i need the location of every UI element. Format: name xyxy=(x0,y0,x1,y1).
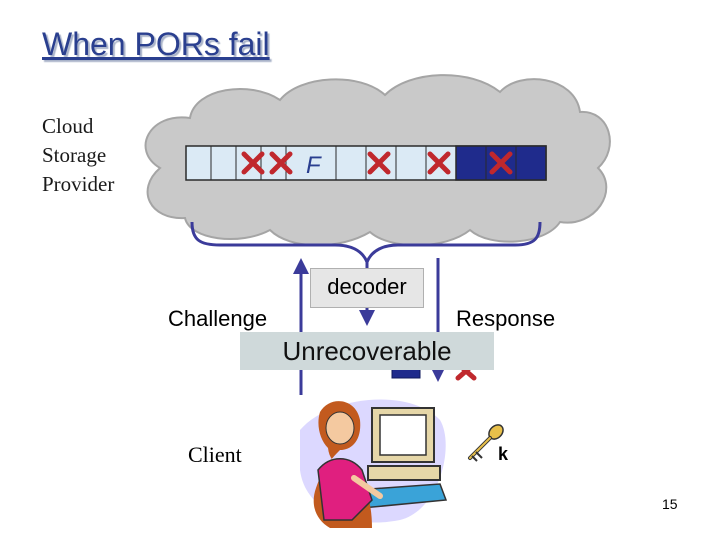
key-icon xyxy=(468,424,504,462)
x-mark-icon xyxy=(241,151,265,175)
page-number: 15 xyxy=(662,496,678,512)
slide-title: When PORs fail xyxy=(42,26,270,62)
client-computer-icon xyxy=(300,399,448,528)
file-blocks: F xyxy=(185,145,547,181)
x-mark-icon xyxy=(367,151,391,175)
key-label: k xyxy=(498,444,509,464)
x-mark-icon xyxy=(427,151,451,175)
provider-line-1: Cloud xyxy=(42,114,94,138)
x-mark-icon xyxy=(269,151,293,175)
cloud-storage-provider-label: Cloud Storage Provider xyxy=(42,112,152,199)
unrecoverable-label: Unrecoverable xyxy=(240,332,494,370)
challenge-label: Challenge xyxy=(168,306,268,331)
file-label: F xyxy=(306,152,322,179)
decoder-label: decoder xyxy=(310,268,424,308)
provider-line-2: Storage xyxy=(42,143,107,167)
x-mark-icon xyxy=(489,151,513,175)
corrupted-block-marks xyxy=(241,151,513,381)
response-label: Response xyxy=(456,306,556,331)
client-label: Client xyxy=(188,442,242,467)
provider-line-3: Provider xyxy=(42,172,115,196)
